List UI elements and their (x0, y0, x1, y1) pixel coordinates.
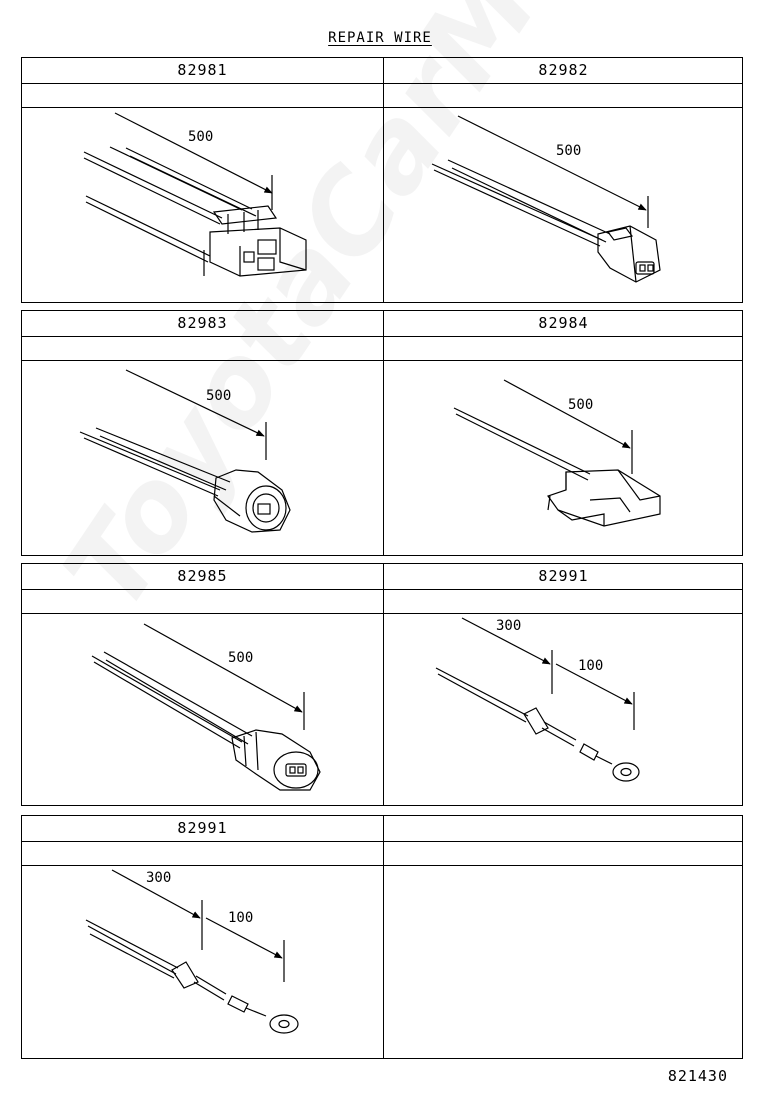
dim-label-300-a: 300 (496, 618, 521, 634)
terminal-82991-b-drawing: 300 100 (85, 869, 299, 1034)
part-code-82984: 82984 (538, 314, 589, 332)
dim-label-82981: 500 (188, 129, 213, 145)
connector-82982-drawing: 500 (431, 115, 661, 283)
part-code-82983: 82983 (177, 314, 228, 332)
dim-label-100-b: 100 (228, 910, 253, 926)
parts-row-4: 82991 (21, 815, 743, 1059)
part-code-82982: 82982 (538, 61, 589, 79)
parts-grid: 82981 82982 82983 82984 82985 82991 8299… (21, 57, 745, 1060)
dim-label-82984: 500 (568, 397, 593, 413)
parts-row-2: 82983 82984 (21, 310, 743, 556)
terminal-82991-a-drawing: 300 100 (435, 617, 640, 782)
part-code-82991-b: 82991 (177, 819, 228, 837)
dim-label-100-a: 100 (578, 658, 603, 674)
connector-82985-drawing: 500 (91, 623, 321, 791)
figure-code: 821430 (667, 1067, 728, 1085)
parts-row-1: 82981 82982 (21, 57, 743, 303)
parts-row-3: 82985 82991 (21, 563, 743, 806)
connector-82983-drawing: 500 (79, 369, 291, 533)
dim-label-82985: 500 (228, 650, 253, 666)
connector-82984-drawing: 500 (453, 379, 661, 527)
part-code-82981: 82981 (177, 61, 228, 79)
connector-82981-drawing: 500 (83, 112, 307, 277)
diagram-title: REPAIR WIRE (328, 30, 432, 46)
dim-label-300-b: 300 (146, 870, 171, 886)
dim-label-82983: 500 (206, 388, 231, 404)
dim-label-82982: 500 (556, 143, 581, 159)
part-code-82991-a: 82991 (538, 567, 589, 585)
part-code-82985: 82985 (177, 567, 228, 585)
